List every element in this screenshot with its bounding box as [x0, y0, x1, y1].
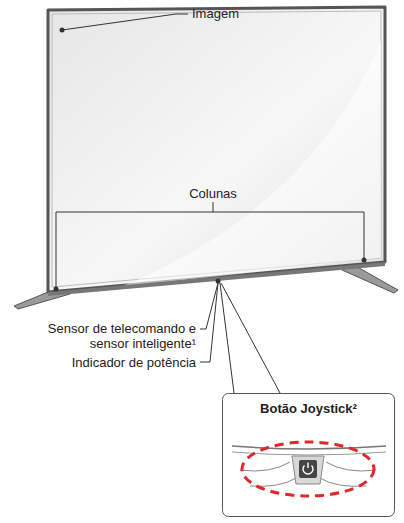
tv-bottom-bar — [48, 262, 385, 296]
screen-inner-edge — [52, 11, 381, 287]
leader-dot — [216, 279, 221, 284]
tv-curve — [240, 462, 290, 471]
bracket — [56, 212, 364, 288]
joystick-button — [299, 460, 317, 478]
power-symbol — [307, 463, 308, 469]
part-label: Colunas — [173, 186, 253, 201]
leader-dot — [362, 258, 367, 263]
part-label: Indicador de potência — [40, 355, 196, 370]
callout-box: Botão Joystick² — [222, 393, 395, 517]
leader-dot — [54, 287, 59, 292]
tv-curve — [326, 462, 376, 471]
tv-edge-line — [232, 446, 386, 449]
leader-line — [221, 283, 280, 393]
highlight-ellipse — [242, 442, 374, 496]
part-label: Sensor de telecomando e sensor inteligen… — [40, 321, 196, 351]
joystick-housing — [292, 456, 324, 484]
part-label: Imagem — [192, 6, 282, 21]
callout-box — [223, 394, 395, 517]
screen-highlight — [120, 40, 381, 287]
leader-line — [220, 283, 234, 393]
tv-screen — [48, 7, 385, 292]
leader-line — [213, 202, 214, 212]
leader-line — [200, 283, 218, 362]
callout-title: Botão Joystick² — [222, 393, 395, 416]
leader-line — [62, 14, 188, 30]
